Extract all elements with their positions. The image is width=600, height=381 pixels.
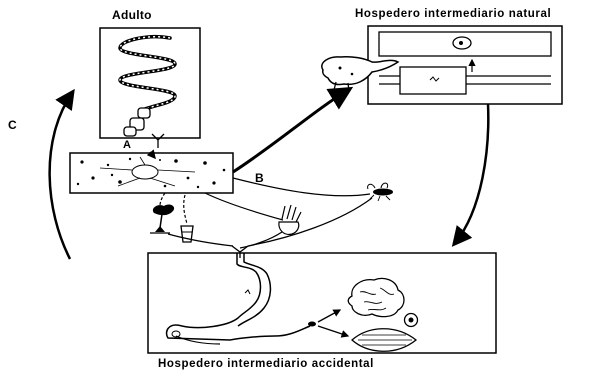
label-c: C bbox=[8, 118, 17, 132]
arrow-to-natural-host bbox=[233, 90, 348, 172]
accidental-host-box bbox=[148, 253, 496, 353]
path-vegetable-to-human bbox=[168, 234, 233, 246]
path-to-hand bbox=[205, 193, 283, 220]
natural-host-box bbox=[322, 26, 562, 104]
arrow-c-to-adult bbox=[50, 93, 72, 259]
path-to-fly bbox=[233, 178, 370, 196]
eye-icon bbox=[405, 314, 418, 327]
brain-icon bbox=[348, 278, 404, 316]
label-a: A bbox=[123, 139, 131, 151]
adult-box bbox=[100, 28, 200, 148]
natural-host-title: Hospedero intermediario natural bbox=[355, 8, 551, 20]
label-b: B bbox=[255, 171, 264, 185]
accidental-host-title: Hospedero intermediario accidental bbox=[158, 358, 374, 370]
vegetable-icon bbox=[150, 205, 174, 233]
feces-eggs-box bbox=[70, 152, 233, 193]
arrow-natural-to-accidental bbox=[455, 104, 488, 243]
path-to-water bbox=[184, 195, 187, 224]
adult-title: Adulto bbox=[112, 8, 152, 22]
path-fly-to-human bbox=[248, 198, 372, 246]
